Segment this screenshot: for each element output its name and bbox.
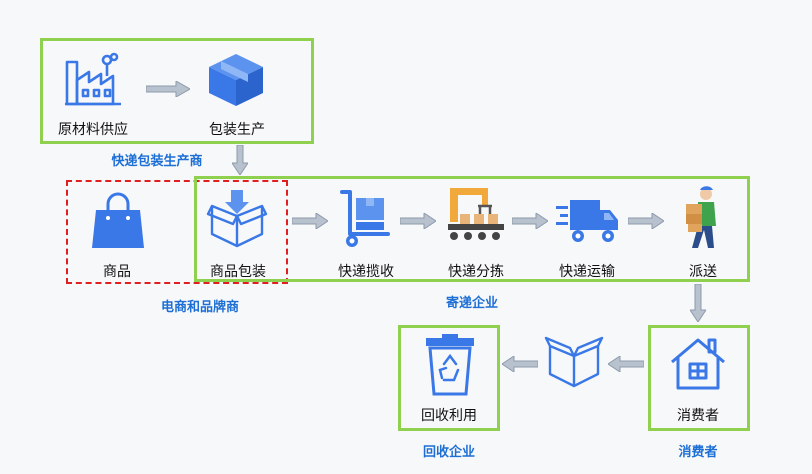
node-label-packaging-production: 包装生产 [209, 122, 265, 138]
hand-truck-icon [340, 190, 390, 247]
shopping-bag-icon [92, 192, 144, 248]
arrow-sorting-to-transport [512, 213, 548, 229]
arrow-producer-to-packaging [232, 145, 248, 175]
group-label-courier: 寄递企业 [445, 296, 499, 311]
node-label-delivery: 派送 [689, 264, 717, 280]
return-open-box-icon [544, 336, 604, 388]
house-icon [671, 338, 725, 390]
node-label-sorting: 快递分拣 [448, 264, 504, 280]
consumer-group-box [648, 325, 750, 431]
node-label-transport: 快递运输 [559, 264, 615, 280]
ecommerce-group-box [66, 180, 288, 284]
producer-group-box [40, 38, 314, 144]
arrow-packaging-to-pickup [292, 213, 328, 229]
courier-group-box [194, 176, 750, 282]
node-label-raw-material: 原材料供应 [58, 122, 128, 138]
factory-icon [65, 52, 121, 106]
group-label-producer: 快递包装生产商 [111, 154, 203, 169]
open-box-icon [206, 190, 268, 248]
arrow-transport-to-delivery [628, 213, 664, 229]
courier-icon [686, 186, 716, 248]
group-label-ecommerce: 电商和品牌商 [160, 300, 240, 315]
delivery-truck-icon [556, 200, 618, 242]
arrow-consumer-to-return [608, 356, 644, 372]
group-label-recycler: 回收企业 [422, 445, 476, 460]
node-label-pickup: 快递揽收 [338, 264, 394, 280]
arrow-raw-to-packaging [146, 81, 190, 97]
recycle-bin-icon [426, 334, 474, 396]
node-label-goods: 商品 [103, 264, 131, 280]
box-icon [209, 54, 263, 106]
group-label-consumer: 消费者 [678, 445, 718, 460]
node-label-goods-packaging: 商品包装 [210, 264, 266, 280]
node-label-recycling: 回收利用 [421, 408, 477, 424]
arrow-return-to-recycling [502, 356, 538, 372]
node-label-consumer: 消费者 [677, 408, 719, 424]
recycler-group-box [398, 325, 500, 431]
arrow-delivery-to-consumer [690, 284, 706, 322]
arrow-pickup-to-sorting [400, 213, 436, 229]
robot-arm-icon [448, 188, 504, 240]
